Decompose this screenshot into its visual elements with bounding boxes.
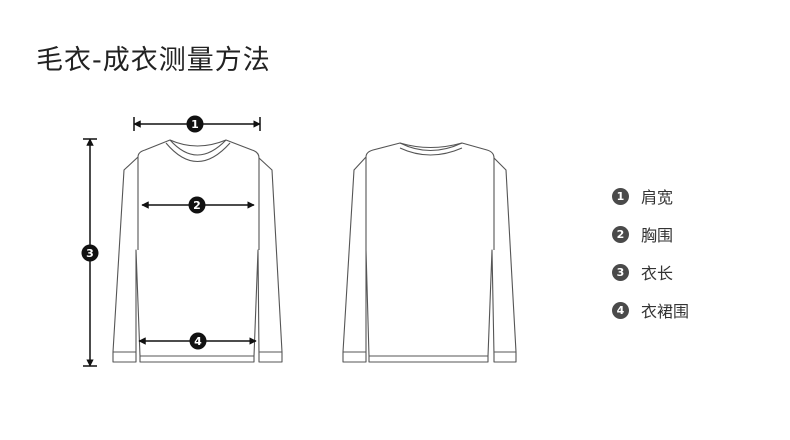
legend-number: 3 — [612, 263, 629, 281]
legend-number: 1 — [612, 187, 629, 205]
measure-length: 3 — [81, 138, 99, 367]
marker-4-label: 4 — [194, 335, 202, 348]
legend-item-length: 3 衣长 — [612, 260, 689, 284]
sweater-back — [342, 142, 517, 363]
sweater-front — [112, 139, 283, 363]
legend-number: 4 — [612, 301, 629, 319]
marker-1-label: 1 — [191, 118, 199, 131]
marker-1 — [186, 115, 204, 133]
legend-label: 肩宽 — [641, 188, 674, 207]
legend-item-shoulder: 1 肩宽 — [612, 184, 689, 208]
measure-hem: 4 — [138, 332, 257, 350]
marker-3 — [81, 244, 99, 262]
legend-item-chest: 2 胸围 — [612, 222, 689, 246]
marker-3-label: 3 — [86, 247, 94, 260]
legend: 1 肩宽 2 胸围 3 衣长 4 衣裙围 — [612, 184, 689, 336]
legend-label: 衣裙围 — [641, 302, 690, 321]
measure-shoulder: 1 — [133, 115, 261, 133]
legend-item-hem: 4 衣裙围 — [612, 298, 689, 322]
marker-4 — [189, 332, 207, 350]
legend-label: 胸围 — [641, 226, 674, 245]
legend-label: 衣长 — [641, 264, 674, 283]
marker-2-label: 2 — [193, 199, 201, 212]
page-title: 毛衣-成衣测量方法 — [36, 45, 271, 76]
measure-chest: 2 — [141, 196, 255, 214]
marker-2 — [188, 196, 206, 214]
legend-number: 2 — [612, 225, 629, 243]
